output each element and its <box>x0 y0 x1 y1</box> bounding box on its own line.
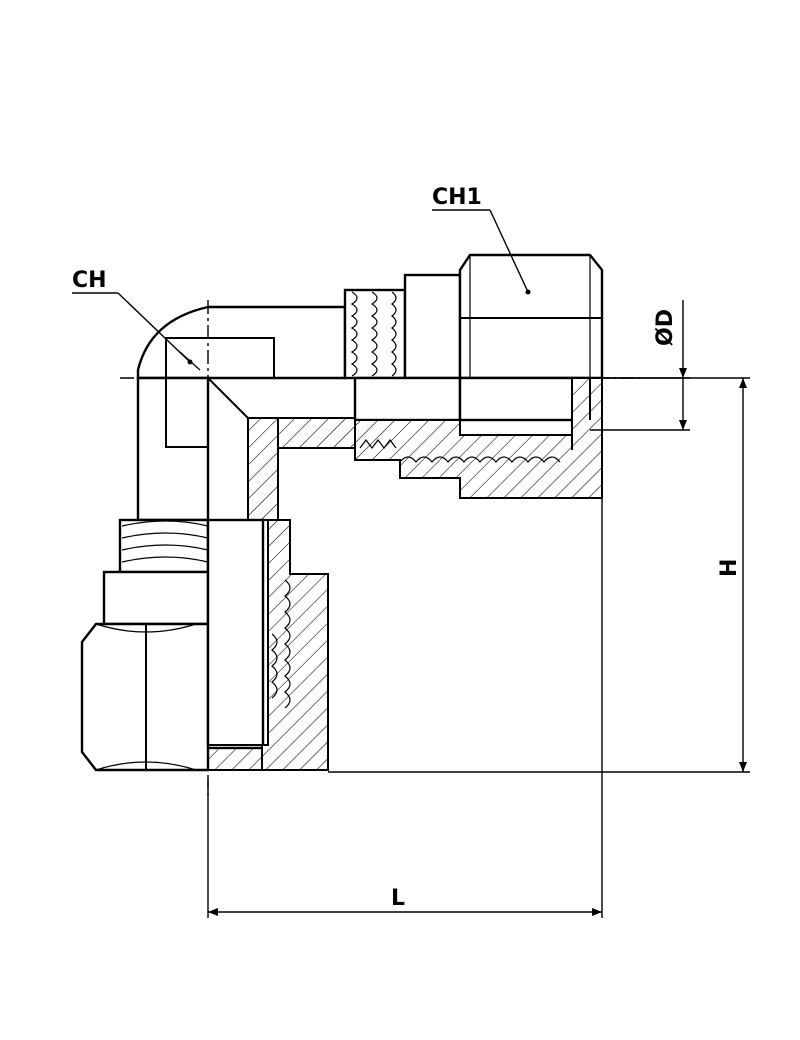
label-od: ØD <box>653 309 678 346</box>
centerlines <box>120 300 640 800</box>
label-h: H <box>717 559 742 577</box>
lower-branch-section <box>206 518 329 771</box>
l-dimension <box>207 420 603 918</box>
ch-hex-nut <box>80 622 210 772</box>
label-l: L <box>391 886 405 911</box>
right-threaded-stub <box>343 273 462 380</box>
h-dimension <box>328 377 750 773</box>
right-branch-section <box>353 376 603 499</box>
ch1-leader <box>432 209 531 295</box>
label-ch1: CH1 <box>432 185 482 210</box>
ch1-hex-nut <box>458 253 604 380</box>
ch-leader <box>72 292 193 365</box>
lower-threaded-stub <box>102 518 210 626</box>
elbow-body <box>136 305 347 522</box>
label-ch: CH <box>72 268 107 293</box>
